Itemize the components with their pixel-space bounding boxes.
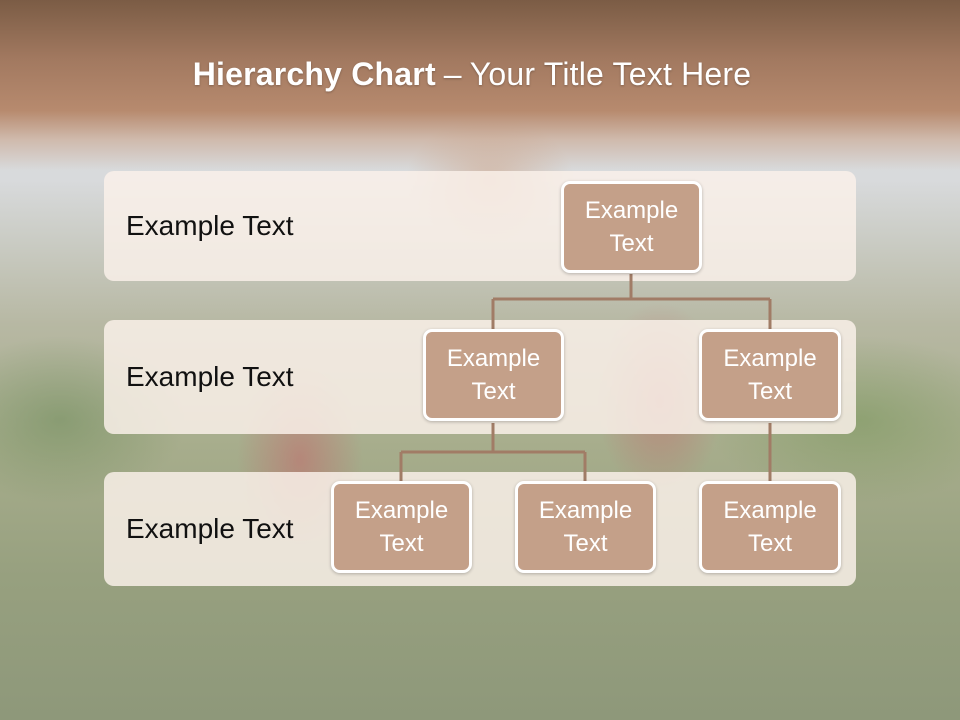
- node-root-line2: Text: [609, 230, 654, 257]
- node-level2-left-line2: Text: [471, 378, 516, 405]
- node-level3-a-line2: Text: [379, 530, 424, 557]
- slide-title: Hierarchy Chart–Your Title Text Here: [0, 56, 944, 93]
- node-level2-right-line1: Example: [723, 345, 817, 372]
- node-level3-c-line1: Example: [723, 497, 817, 524]
- node-level3-b-line1: Example: [538, 497, 633, 524]
- node-level2-left[interactable]: Example Text: [423, 329, 564, 421]
- row-label-level-2: Example Text: [126, 361, 294, 392]
- header-band: [0, 0, 960, 170]
- node-level2-left-line1: Example: [446, 345, 541, 372]
- node-level2-right-line2: Text: [747, 378, 792, 405]
- node-root-line1: Example: [584, 197, 679, 224]
- node-level3-c[interactable]: Example Text: [699, 481, 841, 573]
- node-root[interactable]: Example Text: [561, 181, 702, 273]
- row-label-level-1: Example Text: [126, 210, 294, 241]
- node-level3-a[interactable]: Example Text: [331, 481, 472, 573]
- node-level3-b-line2: Text: [563, 530, 608, 557]
- node-level3-b[interactable]: Example Text: [515, 481, 656, 573]
- row-band-level-1: Example Text: [104, 171, 856, 281]
- node-level2-right[interactable]: Example Text: [699, 329, 841, 421]
- row-label-level-3: Example Text: [126, 513, 294, 544]
- title-rest: Your Title Text Here: [469, 56, 752, 92]
- title-dash: –: [443, 56, 462, 92]
- node-level3-a-line1: Example: [354, 497, 449, 524]
- title-bold: Hierarchy Chart: [192, 56, 436, 92]
- node-level3-c-line2: Text: [747, 530, 792, 557]
